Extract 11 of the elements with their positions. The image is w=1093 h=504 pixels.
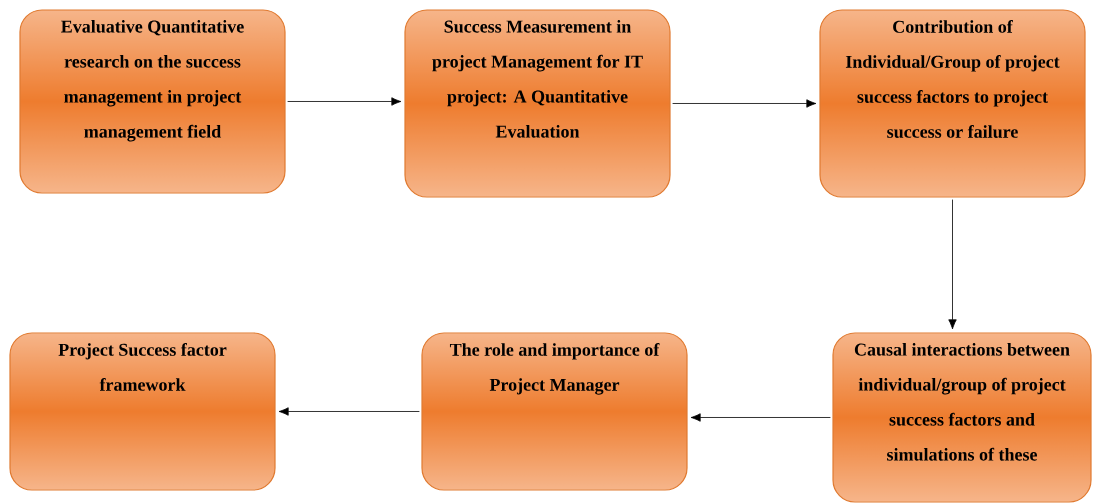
arrow xyxy=(948,199,957,330)
arrow xyxy=(287,97,402,106)
process-box: The role and importance of Project Manager xyxy=(421,332,688,491)
process-box: Evaluative Quantitative research on the success management in project management field xyxy=(19,9,286,194)
arrow xyxy=(690,413,831,422)
process-box: Causal interactions between individual/group of project success factors and simulations of these xyxy=(832,332,1092,503)
process-box: Project Success factor framework xyxy=(9,332,276,491)
process-box: Contribution of Individual/Group of project success factors to project success or failure xyxy=(819,9,1086,198)
arrow xyxy=(672,99,817,108)
arrow xyxy=(278,407,420,416)
process-box: Success Measurement in project Management for IT project: A Quantitative Evaluation xyxy=(404,9,671,198)
